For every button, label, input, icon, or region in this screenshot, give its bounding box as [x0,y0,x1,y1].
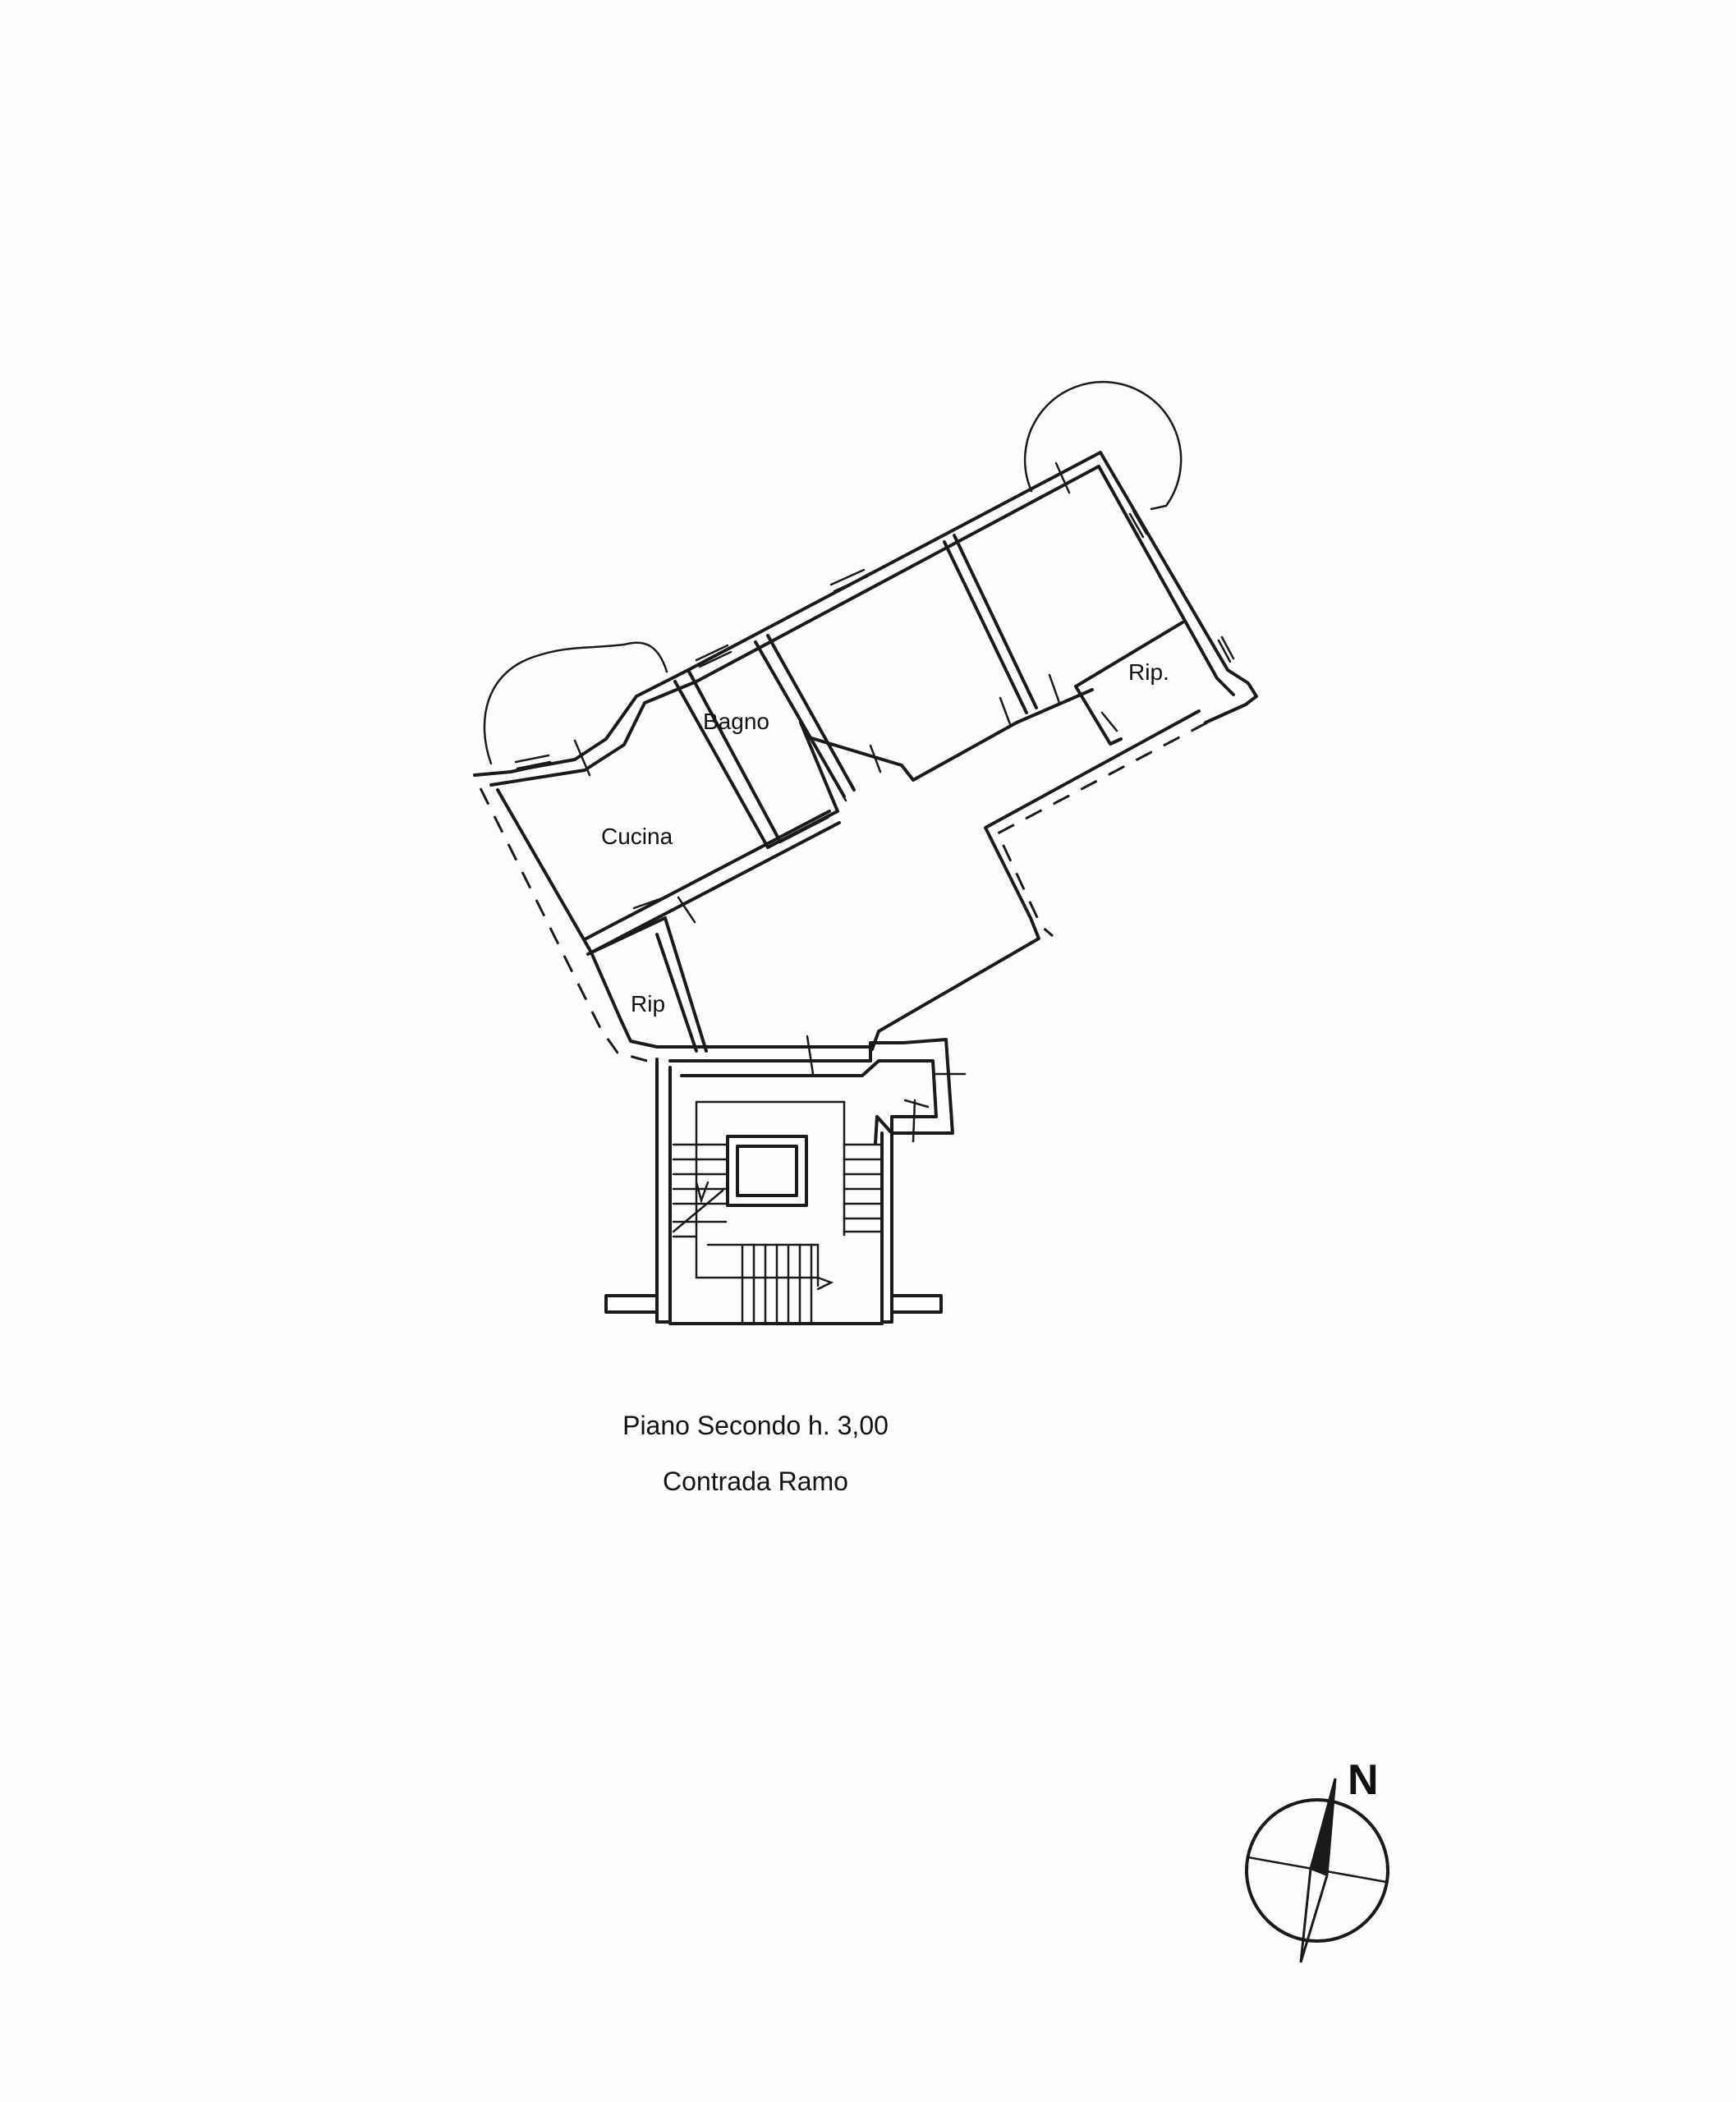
compass-north-label: N [1348,1756,1379,1804]
wall-rip-right [1074,621,1184,746]
landing-outline [668,1038,954,1145]
balcony-left [483,641,668,765]
room-label-rip-small: Rip [631,991,665,1017]
floor-caption: Piano Secondo h. 3,00 [622,1411,889,1440]
right-boundary [996,721,1208,938]
wall-bedroom-1 [754,634,856,798]
landing-inner [680,1059,938,1133]
left-inner-wall [496,788,872,1049]
door-markers [573,461,1118,1143]
outer-wall-inner-line [489,465,1235,787]
compass-rose [1245,1778,1389,1963]
compass-needle-south [1299,1778,1337,1963]
wall-cucina-bagno [673,668,782,849]
left-boundary [479,787,648,1062]
stair-treads [672,1143,884,1324]
room-label-rip-right: Rip. [1128,659,1169,685]
compass-circle [1245,1798,1389,1943]
room-label-bagno: Bagno [703,709,769,734]
window-marks [514,509,1235,770]
location-caption: Contrada Ramo [663,1466,848,1496]
wall-bedroom-2 [943,534,1038,714]
stair-core [726,1135,808,1207]
outer-wall [473,451,1258,777]
stairwell-walls [604,1058,943,1325]
wall-bagno-hall [766,721,839,849]
stair-arrows [672,1181,834,1291]
wall-diagonal-hall [807,688,1094,782]
right-lower-wall [870,709,1201,1051]
wall-cucina-lower [583,810,841,954]
balcony-top-right [1023,380,1183,511]
wall-rip-small [586,916,708,1053]
room-label-cucina: Cucina [601,824,673,849]
